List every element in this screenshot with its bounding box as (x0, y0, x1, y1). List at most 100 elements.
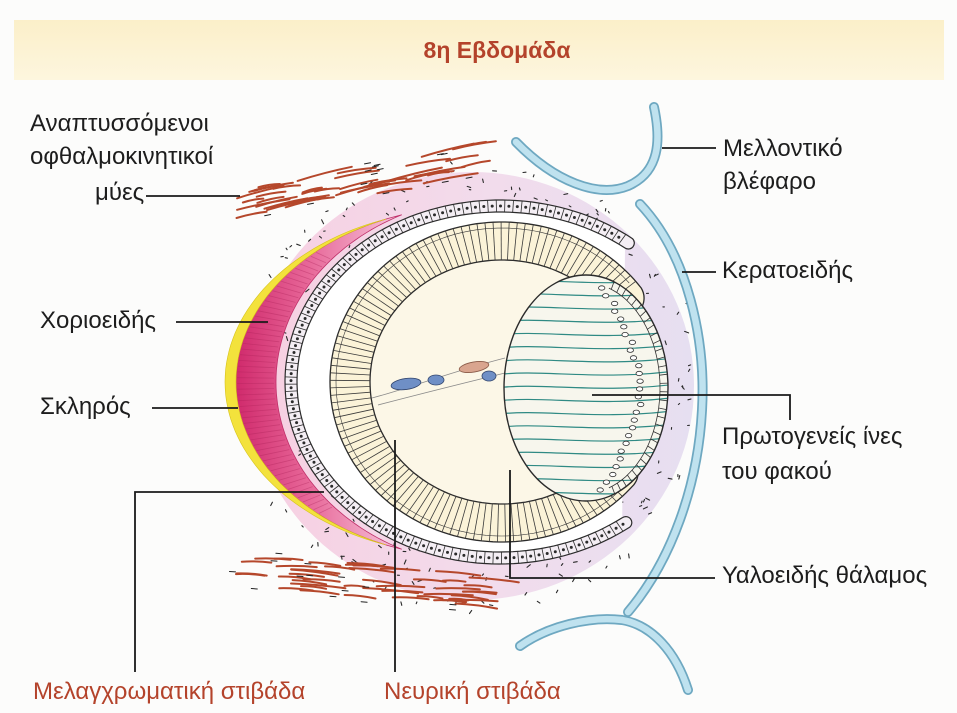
pigment-cell-nucleus (309, 455, 312, 458)
connective-cell (342, 591, 348, 592)
label-eyelid-line2: βλέφαρο (723, 168, 816, 196)
mesenchyme-cell (285, 258, 287, 259)
label-muscles-line2: οφθαλμοκινητικοί (30, 143, 213, 171)
connective-cell (307, 575, 313, 576)
pigment-cell-nucleus (549, 210, 552, 213)
pigment-cell-nucleus (457, 208, 460, 211)
mesenchyme-cell (352, 203, 354, 205)
muscle-fiber (406, 159, 450, 166)
lens-nucleus (625, 433, 631, 437)
pigment-cell-nucleus (581, 219, 584, 222)
label-muscles-line3: μύες (95, 179, 144, 207)
pigment-cell-nucleus (608, 531, 611, 534)
pigment-cell-nucleus (585, 541, 588, 544)
pigment-cell-nucleus (546, 552, 549, 555)
pigment-cell-nucleus (417, 218, 420, 221)
pigment-cell-nucleus (491, 205, 494, 208)
pigment-cell-nucleus (381, 235, 384, 238)
muscle-fiber (393, 597, 429, 599)
pigment-cell-nucleus (538, 553, 541, 556)
pigment-cell-nucleus (462, 554, 465, 557)
connective-cell (450, 610, 456, 611)
mesenchyme-cell (679, 476, 680, 480)
pigment-cell-nucleus (361, 248, 364, 251)
mesenchyme-cell (556, 590, 557, 593)
pigment-cell-nucleus (615, 527, 618, 530)
lens-nucleus (636, 364, 642, 368)
connective-cell (377, 169, 383, 170)
muscle-fiber (242, 561, 271, 562)
mesenchyme-cell (286, 510, 287, 512)
pigment-cell-nucleus (557, 212, 560, 215)
pigment-cell-nucleus (402, 224, 405, 227)
mesenchyme-cell (483, 179, 484, 182)
pigment-cell-nucleus (438, 549, 441, 552)
pigment-cell-nucleus (454, 553, 457, 556)
pigment-cell-nucleus (410, 221, 413, 224)
mesenchyme-cell (302, 526, 303, 527)
mesenchyme-cell (322, 220, 324, 224)
lens-nucleus (603, 480, 609, 484)
muscle-fiber (453, 141, 496, 149)
muscle-fiber (298, 167, 352, 181)
mesenchyme-cell (606, 566, 607, 568)
mesenchyme-cell (600, 201, 602, 202)
pigment-cell-nucleus (290, 365, 293, 368)
pigment-cell-nucleus (425, 216, 428, 219)
lens-nucleus (636, 371, 642, 375)
pigment-cell-nucleus (290, 372, 293, 375)
connective-cell (251, 589, 257, 590)
pigment-cell-nucleus (302, 441, 305, 444)
mesenchyme-cell (470, 610, 472, 613)
muscle-fiber (436, 588, 480, 589)
lens-nucleus (599, 286, 605, 290)
mesenchyme-cell (678, 404, 679, 405)
mesenchyme-cell (689, 365, 691, 366)
pigment-cell-nucleus (293, 351, 296, 354)
connective-cell (371, 173, 377, 174)
pigment-cell-nucleus (297, 428, 300, 431)
pigment-cell-nucleus (293, 414, 296, 417)
connective-cell (276, 553, 282, 554)
mesenchyme-cell (620, 556, 621, 559)
pigment-cell-nucleus (496, 557, 499, 560)
muscle-fiber (236, 574, 264, 576)
upper-eyelid-outline (516, 107, 658, 190)
lens-nucleus (629, 426, 635, 430)
pigment-cell-nucleus (349, 258, 352, 261)
pigment-cell-nucleus (378, 524, 381, 527)
pigment-cell-nucleus (554, 550, 557, 553)
connective-cell (365, 163, 371, 164)
pigment-cell-nucleus (371, 520, 374, 523)
lens-nucleus (631, 418, 637, 422)
mesenchyme-cell (271, 502, 273, 505)
connective-cell (450, 604, 456, 605)
mesenchyme-cell (533, 175, 534, 177)
connective-cell (305, 564, 311, 565)
pigment-cell-nucleus (327, 280, 330, 283)
connective-cell (361, 602, 367, 603)
pigment-cell-nucleus (414, 542, 417, 545)
pigment-cell-nucleus (430, 547, 433, 550)
muscle-fiber (300, 590, 338, 594)
muscle-fiber (456, 604, 498, 609)
mesenchyme-cell (269, 275, 271, 278)
mesenchyme-cell (311, 545, 313, 547)
mesenchyme-cell (286, 248, 287, 250)
pigment-cell-nucleus (323, 286, 326, 289)
muscle-fiber (422, 144, 474, 157)
pigment-cell-nucleus (407, 539, 410, 542)
mesenchyme-cell (297, 244, 301, 245)
pigment-cell-nucleus (291, 358, 294, 361)
pigment-cell-nucleus (294, 344, 297, 347)
lens-nucleus (633, 410, 639, 414)
label-neural-layer: Νευρική στιβάδα (384, 678, 561, 706)
pigment-cell-nucleus (352, 506, 355, 509)
pigment-cell-nucleus (292, 407, 295, 410)
pigment-cell-nucleus (290, 379, 293, 382)
pigment-cell-nucleus (446, 551, 449, 554)
mesenchyme-cell (451, 162, 453, 164)
label-cornea: Κερατοειδής (722, 257, 853, 285)
pigment-cell-nucleus (562, 548, 565, 551)
